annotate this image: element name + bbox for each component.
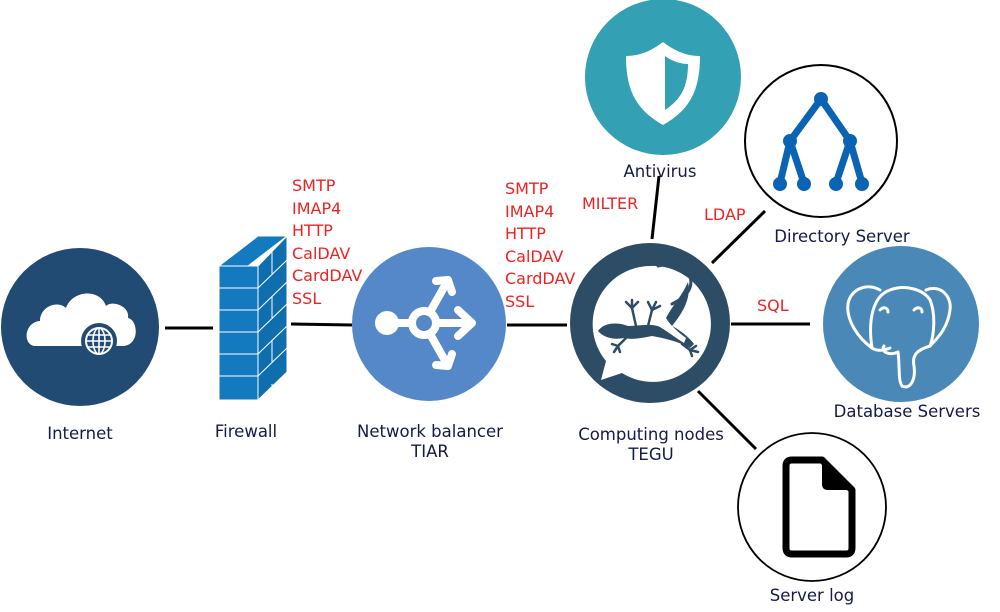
edge-computing-antivirus: [650, 175, 661, 240]
balancer-computing-protocols: SMTP IMAP4 HTTP CalDAV CardDAV SSL: [505, 178, 575, 313]
balancer-source-dot: [375, 311, 399, 335]
lizard-icon: [598, 262, 700, 358]
directory-circle: [744, 64, 898, 218]
node-directory[interactable]: [744, 64, 898, 218]
balancer-label: Network balancer TIAR: [330, 422, 530, 462]
balancer-circle: [352, 247, 506, 401]
ldap-label: LDAP: [704, 205, 746, 224]
firewall-label: Firewall: [214, 422, 278, 441]
protocol-item: SMTP: [505, 179, 549, 198]
protocol-item: CalDAV: [505, 246, 564, 266]
shield-icon: [626, 42, 700, 125]
node-database[interactable]: [823, 246, 979, 402]
protocol-item: CardDAV: [292, 266, 363, 285]
database-circle: [823, 246, 979, 402]
balancer-label-line2: TIAR: [411, 442, 449, 461]
protocol-item: SSL: [292, 288, 322, 308]
node-computing[interactable]: [570, 243, 730, 403]
sql-label: SQL: [757, 296, 789, 315]
document-icon: [782, 456, 856, 558]
node-antivirus[interactable]: [585, 0, 741, 155]
computing-label-line1: Computing nodes: [578, 425, 724, 444]
node-internet[interactable]: [1, 248, 159, 406]
postgresql-elephant-icon: [846, 285, 952, 389]
firewall-balancer-protocols: SMTP IMAP4 HTTP CalDAV CardDAV SSL: [292, 175, 362, 310]
computing-label: Computing nodes TEGU: [551, 425, 751, 465]
internet-label: Internet: [47, 424, 113, 443]
antivirus-label: Antivirus: [623, 162, 697, 181]
edge-firewall-balancer: [290, 322, 353, 327]
database-label: Database Servers: [833, 402, 981, 421]
protocol-item: SMTP: [292, 176, 336, 195]
milter-label: MILTER: [582, 194, 639, 213]
computing-label-line2: TEGU: [628, 445, 674, 464]
protocol-item: CalDAV: [292, 243, 351, 263]
protocol-item: CardDAV: [505, 269, 576, 288]
protocol-item: IMAP4: [292, 198, 342, 218]
serverlog-circle: [737, 432, 887, 582]
edge-computing-directory: [710, 209, 767, 265]
cloud-globe-icon: [26, 293, 136, 359]
brick-wall-icon: [217, 234, 289, 402]
protocol-item: SSL: [505, 291, 535, 311]
serverlog-label: Server log: [769, 586, 855, 605]
node-firewall[interactable]: [217, 234, 289, 402]
protocol-item: HTTP: [505, 224, 546, 243]
tree-hierarchy-icon: [773, 92, 869, 191]
directory-label: Directory Server: [774, 227, 910, 246]
balancer-label-line1: Network balancer: [357, 422, 503, 441]
protocol-item: IMAP4: [505, 201, 555, 221]
edge-computing-serverlog: [696, 389, 758, 451]
protocol-item: HTTP: [292, 221, 333, 240]
node-serverlog[interactable]: [737, 432, 887, 582]
node-balancer[interactable]: [352, 247, 506, 401]
